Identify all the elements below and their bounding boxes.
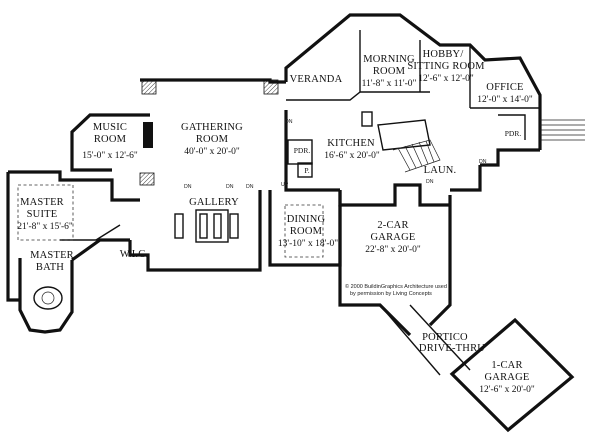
copyright-credit: © 2000 BuildinGraphics Architecture used… xyxy=(345,283,447,297)
kitchen-dim: 16'-6" x 20'-0" xyxy=(324,151,380,161)
office-dim: 12'-0" x 14'-0" xyxy=(477,95,533,105)
portico-label-1: PORTICO xyxy=(422,332,468,343)
kitchen-label: KITCHEN xyxy=(327,138,375,149)
music-room-dim: 15'-0" x 12'-6" xyxy=(82,151,138,161)
garage1-dim: 12'-6" x 20'-0" xyxy=(479,385,535,395)
morning-room-dim: 11'-8" x 11'-0" xyxy=(362,79,417,89)
laundry-label: LAUN. xyxy=(424,165,457,176)
garage2-label-1: 2-CAR xyxy=(377,220,408,231)
dining-room-label-2: ROOM xyxy=(290,226,323,237)
wic-label: W.I.C. xyxy=(120,249,149,260)
morning-room-label-2: ROOM xyxy=(373,66,406,77)
pdr-right-label: PDR. xyxy=(505,129,522,138)
credit-line-2: by permission by Living Concepts xyxy=(350,291,432,297)
garage1-label-1: 1-CAR xyxy=(491,360,522,371)
garage1-label-2: GARAGE xyxy=(485,372,530,383)
morning-room-label-1: MORNING xyxy=(363,54,415,65)
hobby-dim: 12'-6" x 12'-0" xyxy=(418,74,474,84)
room-labels: VERANDA MORNING ROOM 11'-8" x 11'-0" HOB… xyxy=(17,49,535,395)
credit-line-1: © 2000 BuildinGraphics Architecture used xyxy=(345,283,447,290)
garage2-label-2: GARAGE xyxy=(371,232,416,243)
dn-label: DN xyxy=(226,184,234,190)
garage2-dim: 22'-8" x 20'-0" xyxy=(365,245,421,255)
hobby-label-1: HOBBY/ xyxy=(423,49,464,60)
exterior-steps xyxy=(540,119,585,141)
gathering-room-label-1: GATHERING xyxy=(181,122,243,133)
dining-room-dim: 13'-10" x 18'-0" xyxy=(278,239,338,249)
pdr-left-label: PDR. xyxy=(294,146,311,155)
gallery-label: GALLERY xyxy=(189,197,239,208)
master-suite-label-1: MASTER xyxy=(20,197,64,208)
portico-label-2: DRIVE-THRU xyxy=(419,343,485,354)
hobby-label-2: SITTING ROOM xyxy=(407,61,485,72)
dn-label: DN xyxy=(426,179,434,185)
music-room-label-2: ROOM xyxy=(94,134,127,145)
stair-annotations: DN DN DN DN UP DN DN xyxy=(184,119,487,190)
master-bath-label-1: MASTER xyxy=(30,250,74,261)
pantry-label: P. xyxy=(304,166,309,175)
office-label: OFFICE xyxy=(486,82,523,93)
dn-label: DN xyxy=(479,159,487,165)
master-suite-label-2: SUITE xyxy=(27,209,58,220)
dn-label: DN xyxy=(285,119,293,125)
gathering-room-label-2: ROOM xyxy=(196,134,229,145)
up-label: UP xyxy=(281,182,289,188)
dn-label: DN xyxy=(184,184,192,190)
master-bath-label-2: BATH xyxy=(36,262,64,273)
gathering-room-dim: 40'-0" x 20'-0" xyxy=(184,147,240,157)
veranda-label: VERANDA xyxy=(290,74,343,85)
dining-room-label-1: DINING xyxy=(287,214,326,225)
music-room-label-1: MUSIC xyxy=(93,122,127,133)
stairs xyxy=(392,139,441,173)
interior-walls xyxy=(17,30,540,310)
master-suite-dim: 21'-8" x 15'-6" xyxy=(17,222,73,232)
dn-label: DN xyxy=(246,184,254,190)
exterior-walls xyxy=(6,13,575,433)
